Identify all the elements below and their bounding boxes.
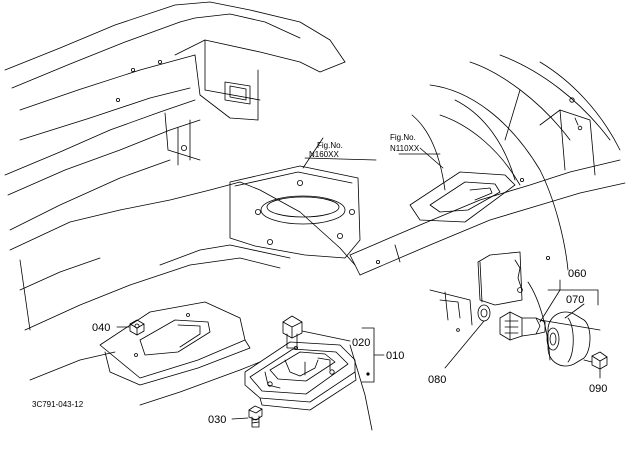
drawing-code: 3C791-043-12 bbox=[32, 400, 84, 409]
part-080-ring bbox=[477, 304, 491, 322]
callout-090: 090 bbox=[589, 383, 607, 395]
part-090-screw bbox=[583, 351, 608, 370]
callout-070: 070 bbox=[566, 294, 584, 306]
fig-ref-line1: Fig.No. bbox=[390, 133, 416, 142]
fig-ref-line2: N160XX bbox=[309, 150, 339, 159]
figure-reference-n110xx[interactable]: Fig.No. N110XX bbox=[390, 133, 420, 153]
part-020-bolt bbox=[282, 315, 303, 349]
callout-080: 080 bbox=[428, 374, 446, 386]
figure-reference-n160xx[interactable]: Fig.No. N160XX bbox=[309, 141, 343, 159]
callout-030: 030 bbox=[208, 414, 226, 426]
chassis-frame-right bbox=[349, 54, 626, 361]
part-030-screw bbox=[248, 405, 263, 428]
fig-ref-line2: N110XX bbox=[390, 144, 420, 153]
callout-040: 040 bbox=[92, 322, 110, 334]
part-040-nut bbox=[129, 319, 145, 336]
fig-ref-line1: Fig.No. bbox=[317, 141, 343, 150]
callout-060: 060 bbox=[568, 268, 586, 280]
floor-panel bbox=[9, 181, 373, 431]
mounting-plate-n160xx bbox=[229, 165, 361, 259]
chassis-frame-left bbox=[4, 1, 346, 231]
base-plate bbox=[99, 301, 251, 386]
callout-020: 020 bbox=[352, 337, 370, 349]
callout-010: 010 bbox=[386, 350, 404, 362]
part-060-socket bbox=[499, 289, 561, 341]
part-010-housing bbox=[244, 341, 357, 411]
part-070-cover bbox=[546, 311, 591, 367]
leader-lines bbox=[116, 137, 601, 420]
